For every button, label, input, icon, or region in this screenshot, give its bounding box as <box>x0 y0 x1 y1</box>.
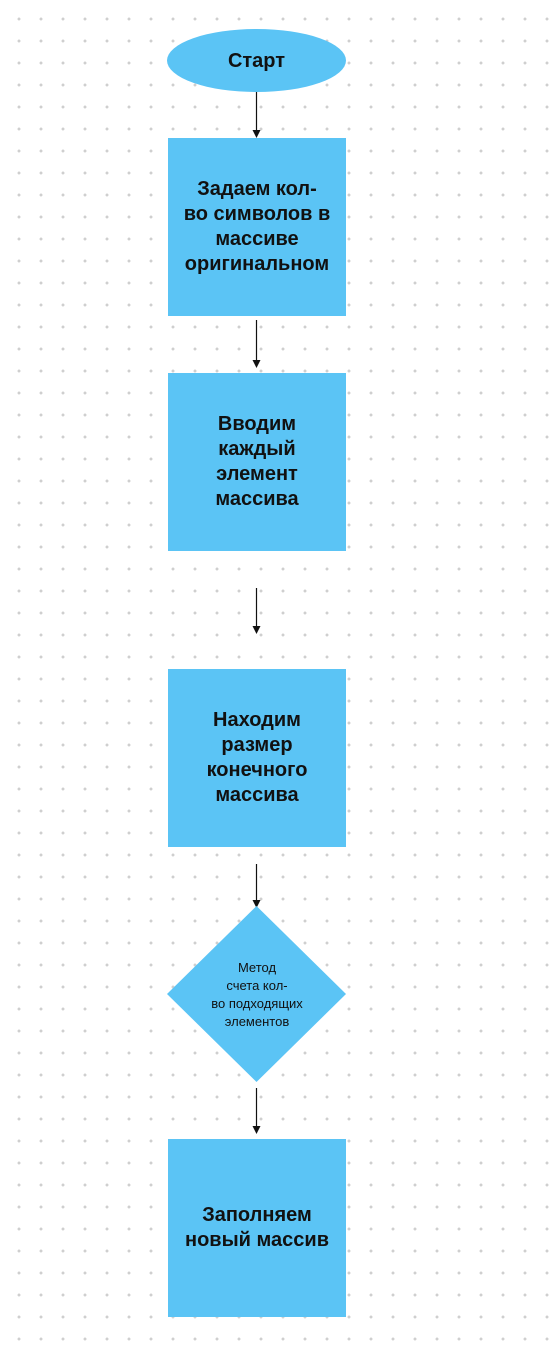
decision-diamond[interactable] <box>167 906 346 1082</box>
process-box-input-elements[interactable] <box>168 373 346 551</box>
process-box-set-count[interactable] <box>168 138 346 316</box>
process-box-find-size[interactable] <box>168 669 346 847</box>
start-terminal[interactable] <box>167 29 346 92</box>
process-box-fill-array[interactable] <box>168 1139 346 1317</box>
